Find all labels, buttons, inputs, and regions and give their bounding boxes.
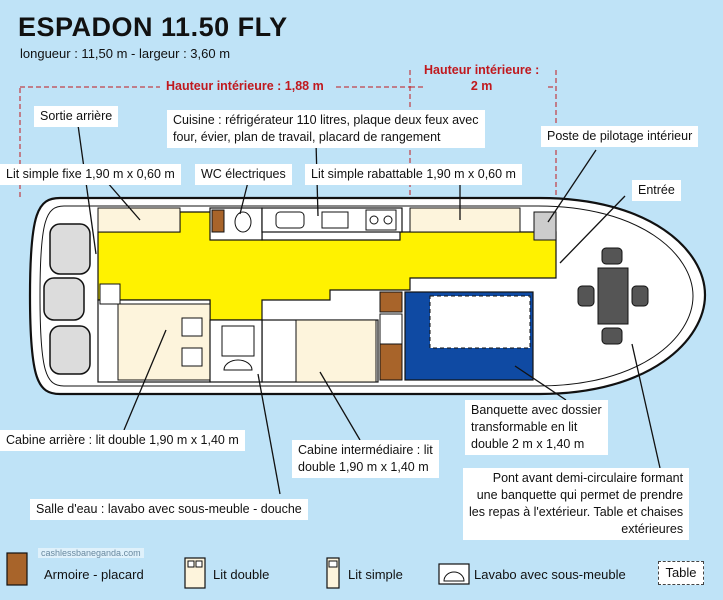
wardrobe-legend-icon (6, 552, 28, 586)
mid-cabin-bed (295, 319, 377, 383)
legend-armoire: Armoire - placard (44, 567, 144, 582)
label-cabine-arriere: Cabine arrière : lit double 1,90 m x 1,4… (0, 430, 245, 451)
leader-salle (257, 373, 281, 495)
front-chair-top (601, 247, 623, 265)
washbasin-legend-icon (438, 563, 470, 585)
rear-seat-top (49, 223, 91, 275)
leader-sortie (77, 124, 97, 255)
label-cuisine-line2: four, évier, plan de travail, placard de… (173, 130, 441, 144)
height-right-label: Hauteur intérieure : 2 m (424, 62, 539, 94)
mid-cabin-sink (379, 313, 403, 345)
leader-cabine-arriere (123, 329, 167, 431)
leader-cabine-inter (319, 371, 361, 441)
height-left-label: Hauteur intérieure : 1,88 m (166, 79, 324, 93)
wardrobe-mid-2 (379, 343, 403, 381)
leader-poste (547, 149, 597, 223)
label-banquette-line2: transformable en lit (471, 420, 578, 434)
label-wc: WC électriques (195, 164, 292, 185)
kitchen-sink-2 (321, 211, 349, 229)
single-bed-folding (409, 207, 521, 233)
legend-lit-double: Lit double (213, 567, 270, 582)
label-pont: Pont avant demi-circulaire formant une b… (463, 468, 690, 540)
washbasin (223, 359, 253, 371)
watermark: cashlessbaneganda.com (38, 548, 144, 558)
single-bed-fixed (97, 207, 181, 233)
wardrobe-wc (211, 209, 225, 233)
label-sortie: Sortie arrière (34, 106, 119, 127)
label-cabine-inter-line2: double 1,90 m x 1,40 m (298, 460, 429, 474)
leader-banquette (514, 365, 567, 401)
helm-station (533, 211, 557, 241)
rear-cabin-bed (117, 303, 211, 381)
label-cabine-inter: Cabine intermédiaire : lit double 1,90 m… (292, 440, 439, 478)
leader-wc (239, 181, 249, 215)
leader-lines (77, 124, 661, 495)
single-bed-legend-icon (326, 557, 340, 589)
label-cuisine: Cuisine : réfrigérateur 110 litres, plaq… (167, 110, 485, 148)
legend-lavabo: Lavabo avec sous-meuble (474, 567, 626, 582)
salon-table (429, 295, 531, 349)
height-right-line1: Hauteur intérieure : (424, 63, 540, 77)
hull-inner (39, 205, 694, 387)
label-pont-line1: Pont avant demi-circulaire formant (492, 471, 684, 485)
label-poste: Poste de pilotage intérieur (541, 126, 699, 147)
height-right-line2: 2 m (470, 79, 493, 93)
legend-lit-simple: Lit simple (348, 567, 403, 582)
rear-cabin-pillow-b (181, 347, 203, 367)
kitchen-sink (275, 211, 305, 229)
wc-toilet (234, 211, 252, 233)
rear-cabin-pillow-a (181, 317, 203, 337)
label-banquette-line3: double 2 m x 1,40 m (471, 437, 585, 451)
hob-burner-b (383, 215, 393, 225)
label-banquette-line1: Banquette avec dossier (471, 403, 602, 417)
rear-seat-mid (43, 277, 85, 321)
label-lit-rabattable: Lit simple rabattable 1,90 m x 0,60 m (305, 164, 522, 185)
leader-entree (559, 195, 626, 264)
subtitle: longueur : 11,50 m - largeur : 3,60 m (20, 46, 231, 61)
front-chair-right (631, 285, 649, 307)
label-pont-line2: une banquette qui permet de prendre (476, 488, 684, 502)
hob-burner-a (369, 215, 379, 225)
label-cuisine-line1: Cuisine : réfrigérateur 110 litres, plaq… (173, 113, 479, 127)
rear-seat-bottom (49, 325, 91, 375)
label-banquette: Banquette avec dossier transformable en … (465, 400, 608, 455)
label-lit-fixe: Lit simple fixe 1,90 m x 0,60 m (0, 164, 181, 185)
label-pont-line4: extérieures (621, 522, 684, 536)
double-bed-legend-icon (184, 557, 206, 589)
wardrobe-mid (379, 291, 403, 313)
front-chair-left (577, 285, 595, 307)
kitchen-hob (365, 209, 397, 231)
front-chair-bottom (601, 327, 623, 345)
shower-tray (221, 325, 255, 357)
label-cabine-inter-line1: Cabine intermédiaire : lit (298, 443, 433, 457)
leader-pont (631, 343, 661, 469)
label-salle: Salle d'eau : lavabo avec sous-meuble - … (30, 499, 308, 520)
label-pont-line3: les repas à l'extérieur. Table et chaise… (469, 505, 684, 519)
legend-table: Table (658, 561, 704, 585)
label-entree: Entrée (632, 180, 681, 201)
title: ESPADON 11.50 FLY (18, 12, 288, 42)
rear-cabin-sink (99, 283, 121, 305)
front-table (597, 267, 629, 325)
